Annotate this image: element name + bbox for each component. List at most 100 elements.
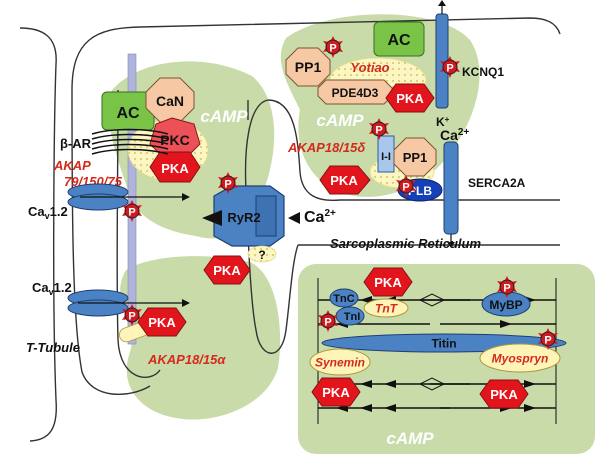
phospho-kcnq1-label: P: [446, 63, 453, 75]
phospho-cav12-lower-badge: [124, 307, 140, 323]
pka-lower-label: PKA: [148, 315, 176, 330]
yotiao-label: Yotiao: [350, 60, 389, 75]
ac-top-label: AC: [387, 32, 411, 49]
beta-ar-label: β-AR: [60, 136, 92, 151]
camp-sarcomere-label: cAMP: [386, 429, 434, 448]
pp1-serca[interactable]: [393, 137, 437, 177]
sarcolemma-membrane-strip: [127, 53, 137, 345]
cav12-lower-arrowhead: [182, 299, 190, 307]
can-label: CaN: [156, 93, 184, 109]
pka-ryr-label: PKA: [213, 263, 241, 278]
pka-sarcomere-top[interactable]: [363, 267, 413, 297]
pka-serca[interactable]: [319, 165, 371, 195]
phospho-yotiao-badge: [325, 39, 341, 55]
phospho-tni-badge: [320, 313, 336, 329]
phospho-ryr-label: P: [224, 179, 231, 191]
akap18-delta-label: AKAP18/15δ: [287, 140, 365, 155]
ryr-complex: RyR2 Ca2+ ? PKA P: [202, 172, 336, 285]
ac-left-label: AC: [116, 105, 140, 122]
akap18-alpha-label: AKAP18/15α: [147, 352, 226, 367]
pka-serca-label: PKA: [330, 173, 358, 188]
m-line-diamond-bottom: [418, 377, 446, 391]
phospho-kcnq1-badge: [442, 59, 458, 75]
receptor-complex: AC CaN PKC PKA β-AR AKAP 79/150/75 Cav1.…: [28, 53, 209, 345]
pp1-top-label: PP1: [295, 59, 322, 75]
pka-kcnq1[interactable]: [385, 83, 435, 113]
serca2a-pump[interactable]: [443, 141, 459, 235]
cav12-top-label: Cav1.2: [28, 204, 68, 221]
tnc-label: TnC: [333, 293, 354, 305]
t-tubule-left-wall: [71, 89, 151, 396]
phospho-mybp-label: P: [503, 283, 510, 295]
pka-sarcomere-top-label: PKA: [374, 275, 402, 290]
sarcolemma-top: [71, 17, 561, 91]
ca-ion-ryr-label: Ca2+: [304, 208, 336, 226]
phospho-tni-label: P: [324, 317, 331, 329]
pka-kcnq1-label: PKA: [396, 91, 424, 106]
k-ion-label: K+: [436, 115, 450, 129]
serca2a-label: SERCA2A: [468, 176, 526, 190]
inhibitor-1-label: I-I: [381, 151, 391, 163]
pka-sarcomere-left-label: PKA: [322, 385, 350, 400]
serca-arrowhead: [447, 242, 455, 248]
pka-sarcomere-left[interactable]: [311, 377, 361, 407]
pp1-top[interactable]: [285, 47, 331, 87]
ryr2-label: RyR2: [227, 210, 260, 225]
lower-channel-complex: Cav1.2 PKA AKAP18/15α P: [32, 280, 226, 367]
phospho-cav12-top-badge: [124, 203, 140, 219]
ca-ion-ryr-arrow: [288, 212, 300, 224]
akap79-label-line1: AKAP: [53, 158, 91, 173]
phospho-inhibitor-label: P: [375, 125, 382, 137]
pkc-label: PKC: [160, 132, 190, 148]
ryr2-stalk: [255, 195, 277, 237]
tnt[interactable]: [363, 298, 409, 318]
kcnq1-label: KCNQ1: [462, 65, 504, 79]
phospho-plb-badge: [398, 178, 414, 194]
phospho-ryr-badge: [220, 175, 236, 191]
camp-top-right-label: cAMP: [316, 111, 364, 130]
sr-inner-loop: [244, 99, 299, 354]
plb-label: PLB: [408, 184, 432, 198]
kcnq1-arrowhead: [438, 0, 446, 6]
kcnq1-complex: PP1 AC Yotiao PDE4D3 PKA KCNQ1 K+ P P: [285, 0, 504, 129]
phospho-cav12-top-label: P: [128, 207, 135, 219]
synemin[interactable]: [309, 348, 371, 376]
pka-receptor-label: PKA: [161, 161, 189, 176]
pka-receptor[interactable]: [149, 151, 201, 183]
cav12-channel-bottom: [67, 193, 129, 211]
cav12-lower-label: Cav1.2: [32, 280, 72, 297]
myospryn[interactable]: [479, 343, 561, 373]
pka-sarcomere-right-label: PKA: [490, 387, 518, 402]
sr-label: Sarcoplasmic Reticulum: [330, 236, 481, 251]
pde4d3-enzyme[interactable]: [317, 79, 393, 105]
tnt-label: TnT: [375, 302, 399, 316]
pka-sarcomere-right[interactable]: [479, 379, 529, 409]
m-line-diamond-top: [418, 293, 446, 307]
serca-complex: Ca2+ AKAP18/15δ I-I PP1 PKA PLB SERCA2A …: [287, 118, 526, 248]
ac-enzyme-top[interactable]: [373, 21, 425, 57]
myospryn-label: Myospryn: [492, 352, 549, 366]
ryr-release-arrow: [202, 210, 222, 226]
sr-membrane: [267, 99, 560, 202]
tnc[interactable]: [329, 288, 359, 308]
pka-ryr[interactable]: [203, 255, 251, 285]
titin-label: Titin: [431, 337, 456, 351]
beta-ar-helices: [91, 128, 169, 155]
cell-membrane: [19, 17, 561, 442]
cav12-lower-channel-bottom: [67, 299, 129, 317]
pka-lower[interactable]: [137, 307, 187, 337]
pde4d3-label: PDE4D3: [332, 86, 379, 100]
phospho-titin-badge: [540, 331, 556, 347]
pp1-serca-label: PP1: [403, 150, 428, 165]
phospho-plb-label: P: [402, 182, 409, 194]
ca-ion-serca-label: Ca2+: [440, 127, 469, 143]
phospho-mybp-badge: [499, 279, 515, 295]
phospho-cav12-lower-label: P: [128, 311, 135, 323]
phospho-yotiao-label: P: [329, 43, 336, 55]
sarcomere: Titin PKA TnC TnI TnT MyBP Synemin Myosp…: [309, 267, 567, 424]
camp-cloud-lower-left: [120, 256, 281, 420]
cav12-arrowhead: [182, 193, 190, 201]
t-tubule-label: T-Tubule: [26, 340, 80, 355]
